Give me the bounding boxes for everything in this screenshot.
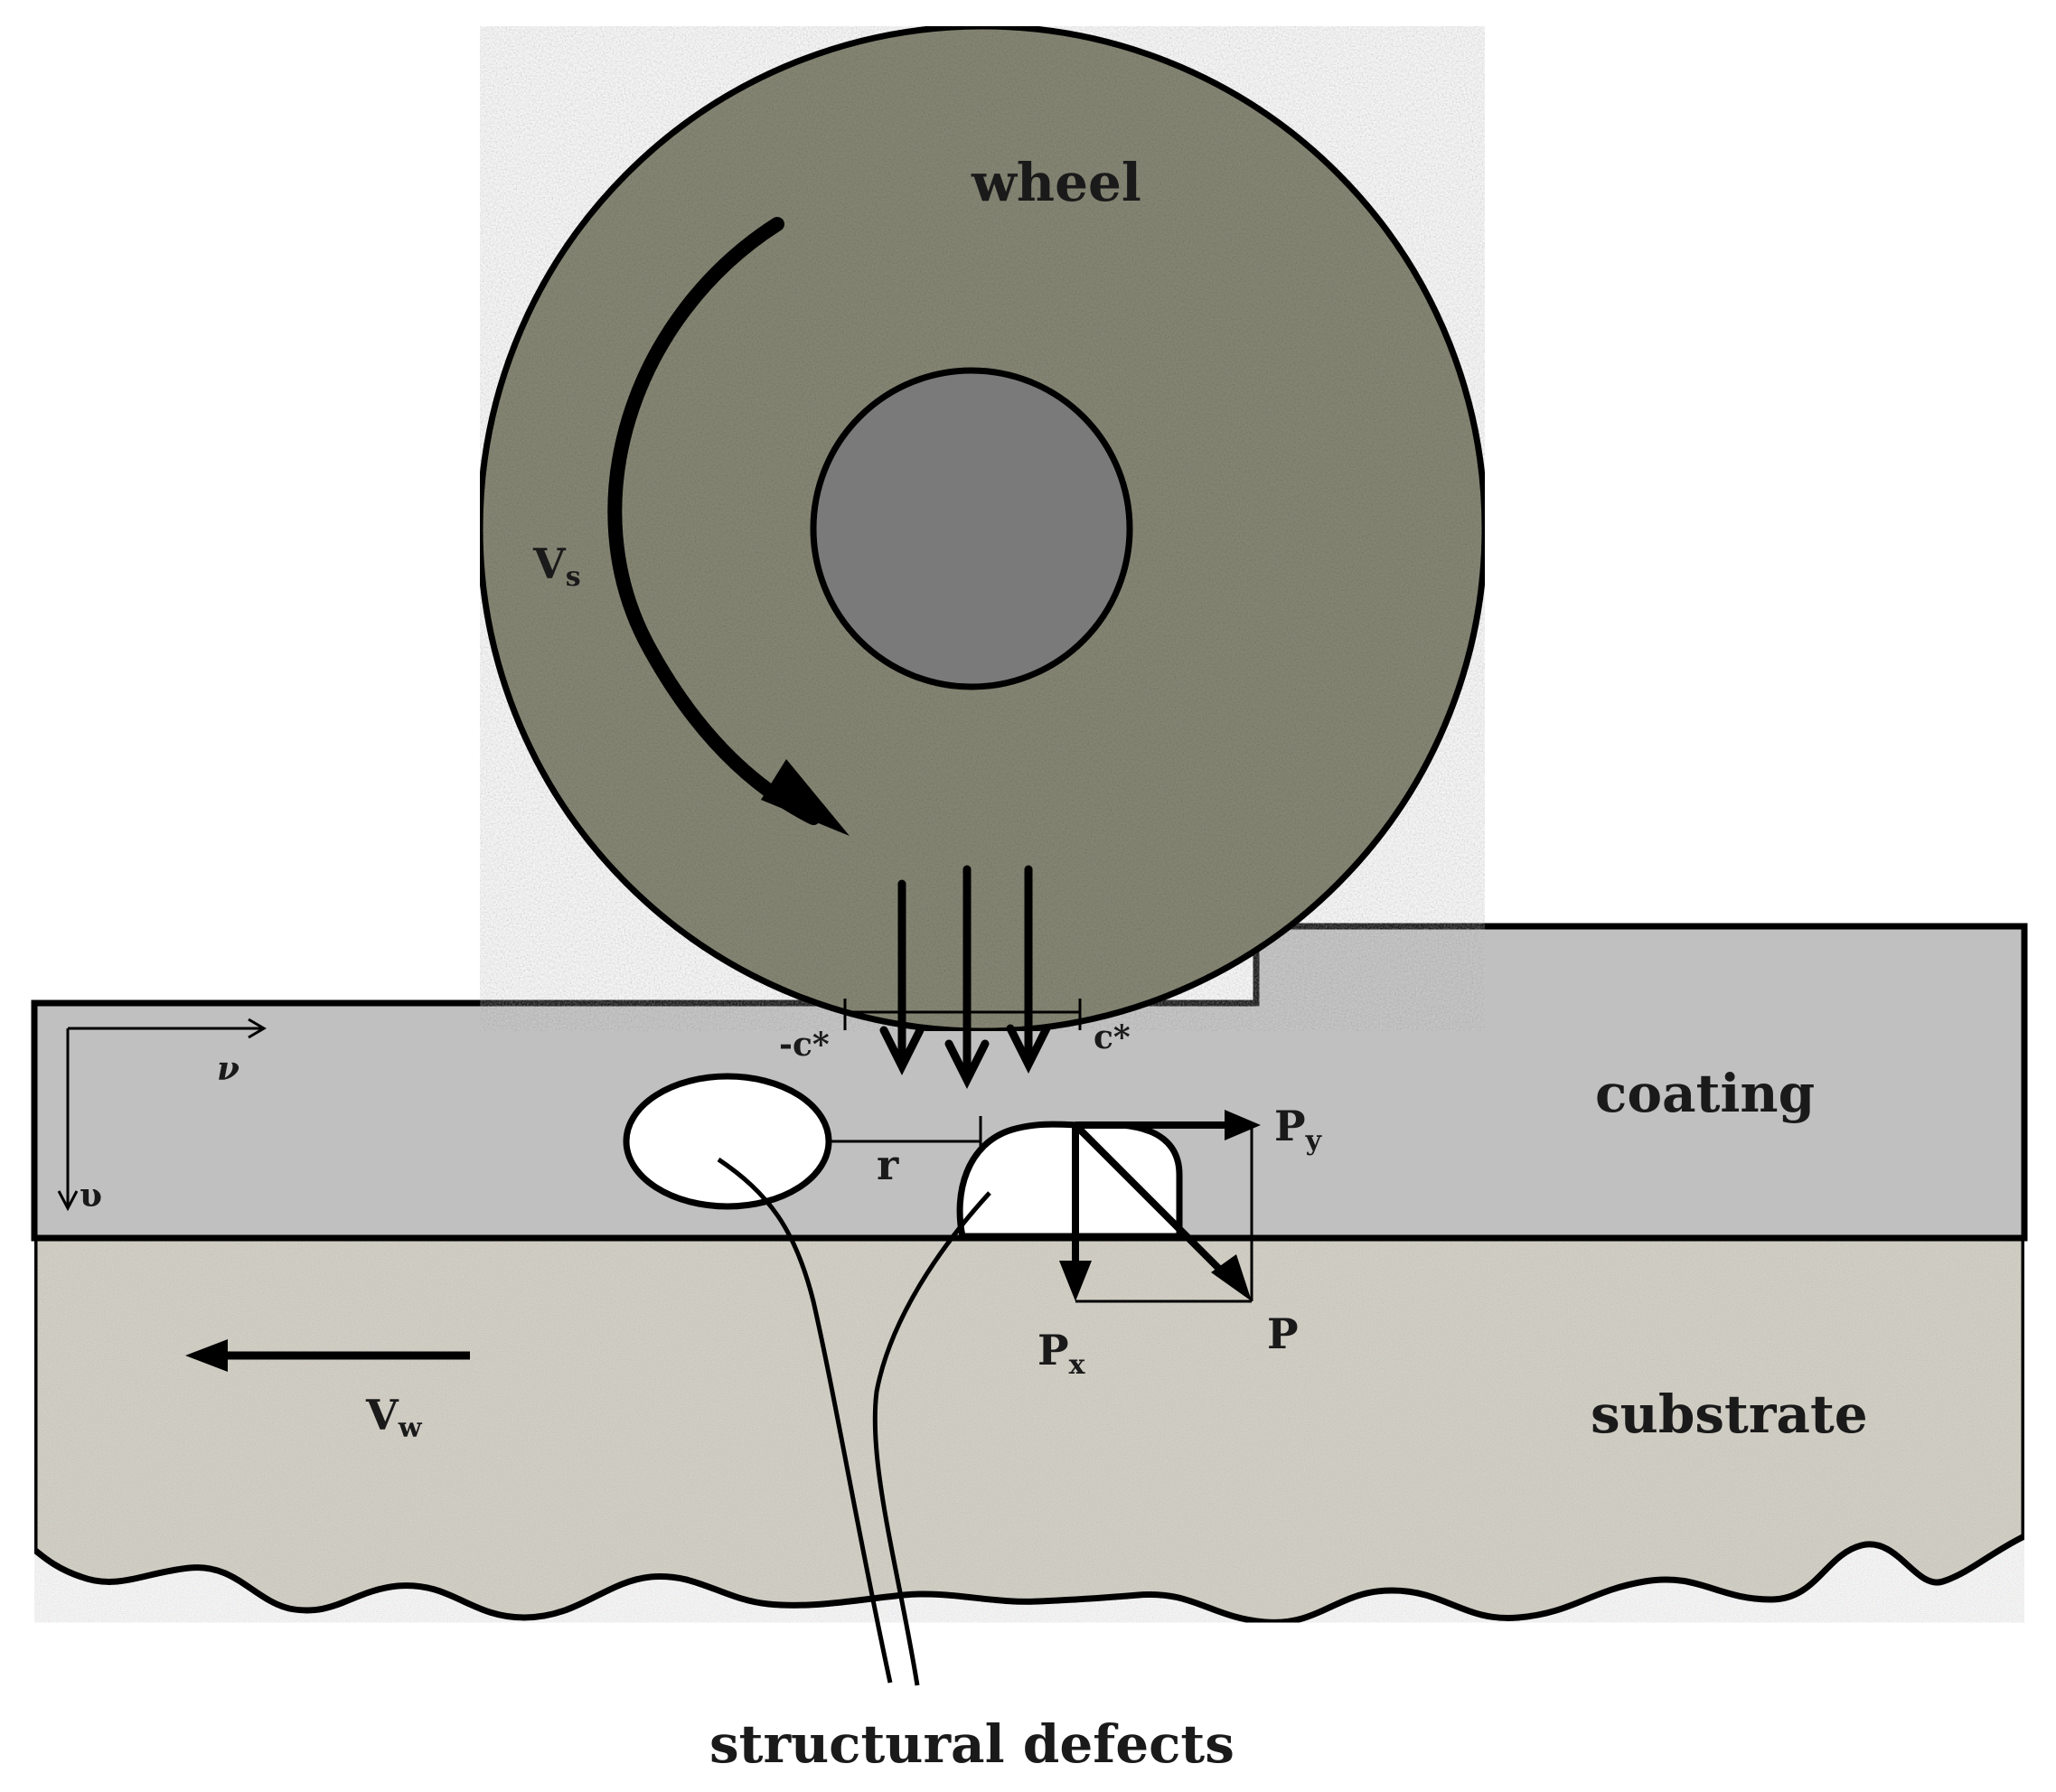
c-pos-label: c*: [1094, 1018, 1131, 1056]
wheel-rotation-arrow: [607, 217, 821, 825]
vw-label-main: V: [365, 1391, 399, 1440]
coordinate-axes: [57, 1018, 267, 1212]
defect-pore-left: [623, 1073, 832, 1210]
wheel-hub: [810, 367, 1133, 690]
structural-defects-label: structural defects: [709, 1713, 1235, 1775]
axis-horizontal-label: ν: [217, 1050, 239, 1088]
wheel-label: wheel: [971, 152, 1141, 213]
vw-label: Vw: [365, 1391, 423, 1444]
p-label: P: [1267, 1309, 1299, 1358]
vs-label-main: V: [532, 539, 567, 588]
coating-label: coating: [1595, 1063, 1815, 1124]
load-arrows: [879, 865, 1051, 1090]
defect-leader-lines: [717, 1157, 991, 1686]
py-label-sub: y: [1305, 1125, 1323, 1157]
force-diagram: [1059, 1110, 1261, 1303]
vs-label-sub: s: [566, 561, 581, 593]
py-label: Py: [1274, 1102, 1323, 1157]
contact-zone: [843, 999, 1082, 1030]
px-label: Px: [1037, 1326, 1086, 1381]
c-neg-label: -c*: [779, 1026, 830, 1064]
workpiece-velocity-arrow: [185, 1339, 470, 1372]
coating-layer: [31, 923, 2028, 1242]
vw-label-sub: w: [398, 1412, 423, 1444]
substrate-label: substrate: [1591, 1384, 1868, 1445]
defect-crack-right: [956, 1121, 1183, 1240]
wheel-rotation-arrowhead: [761, 759, 850, 836]
px-label-main: P: [1037, 1326, 1069, 1374]
py-label-main: P: [1274, 1102, 1306, 1150]
axis-vertical-label: υ: [80, 1177, 102, 1215]
px-label-sub: x: [1069, 1349, 1086, 1381]
vs-label: Vs: [532, 539, 581, 593]
r-label: r: [877, 1140, 899, 1189]
substrate-layer: [31, 1234, 2028, 1626]
